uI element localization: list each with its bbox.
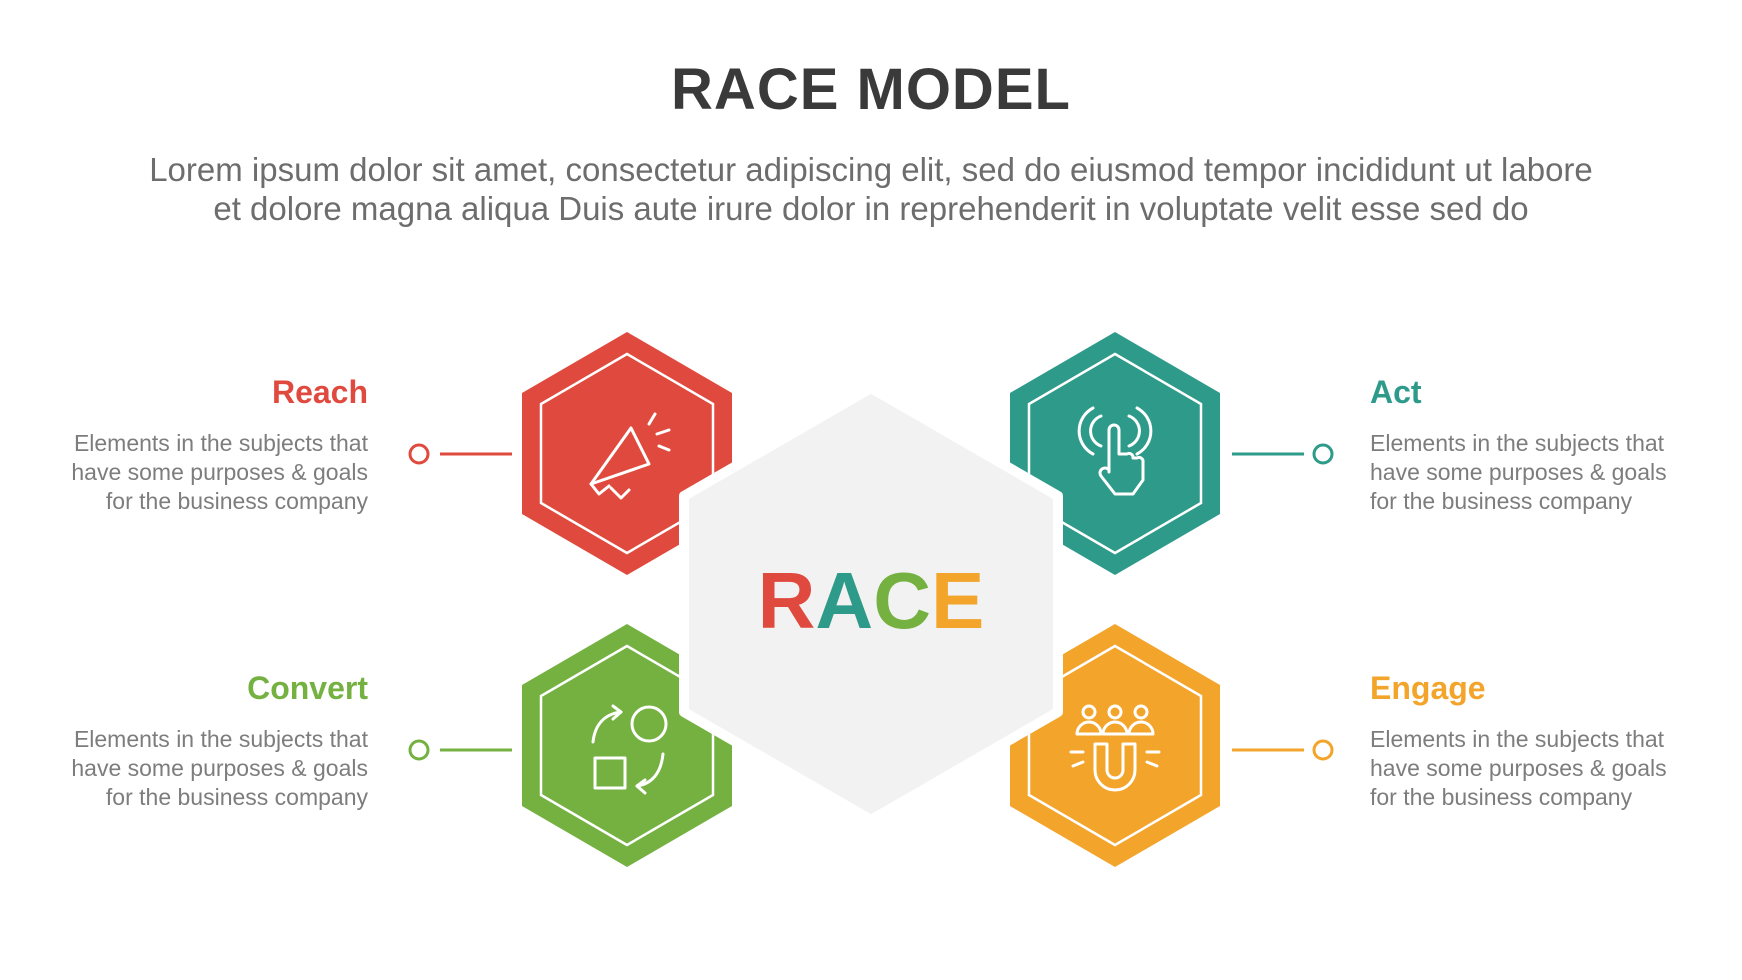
convert-block: Convert Elements in the subjects that ha… <box>58 670 368 812</box>
description-line: Elements in the subjects that <box>73 726 368 752</box>
reach-connector <box>408 443 512 465</box>
description-line: Elements in the subjects that <box>1370 726 1665 752</box>
act-block: Act Elements in the subjects that have s… <box>1370 374 1680 516</box>
race-letter-a: A <box>815 556 873 645</box>
act-title: Act <box>1370 374 1422 410</box>
engage-connector <box>1232 739 1334 761</box>
connector-dot <box>408 443 430 465</box>
tap-hand-icon <box>1077 406 1153 496</box>
engage-block: Engage Elements in the subjects that hav… <box>1370 670 1680 812</box>
description-line: Elements in the subjects that <box>1370 430 1665 456</box>
engage-description: Elements in the subjects that have some … <box>1370 725 1680 812</box>
description-line: have some purposes & goals <box>1370 755 1667 781</box>
description-line: have some purposes & goals <box>1370 459 1667 485</box>
center-race-word: RACE <box>758 556 985 645</box>
subtitle-line: Lorem ipsum dolor sit amet, consectetur … <box>149 151 1593 188</box>
reach-description: Elements in the subjects that have some … <box>58 429 368 516</box>
hexagon-inner-outline <box>539 352 715 555</box>
subtitle-line: et dolore magna aliqua Duis aute irure d… <box>213 190 1529 227</box>
reach-title: Reach <box>271 374 368 410</box>
act-connector <box>1232 443 1334 465</box>
page-title: RACE MODEL <box>671 57 1071 122</box>
engage-title: Engage <box>1370 670 1486 706</box>
race-letter-r: R <box>758 556 816 645</box>
magnet-people-icon <box>1069 704 1161 792</box>
description-line: have some purposes & goals <box>71 459 368 485</box>
convert-title: Convert <box>247 670 368 706</box>
act-description: Elements in the subjects that have some … <box>1370 429 1680 516</box>
description-line: have some purposes & goals <box>71 755 368 781</box>
race-letter-c: C <box>873 556 931 645</box>
reach-block: Reach Elements in the subjects that have… <box>58 374 368 516</box>
description-line: for the business company <box>1370 784 1633 810</box>
convert-connector <box>408 739 512 761</box>
connector-dot <box>408 739 430 761</box>
description-line: Elements in the subjects that <box>73 430 368 456</box>
race-letter-e: E <box>931 556 984 645</box>
description-line: for the business company <box>105 784 368 810</box>
description-line: for the business company <box>1370 488 1633 514</box>
megaphone-icon <box>589 412 671 500</box>
convert-description: Elements in the subjects that have some … <box>58 725 368 812</box>
shapes-cycle-icon <box>591 704 668 795</box>
center-hexagon <box>679 383 1063 825</box>
page-subtitle: Lorem ipsum dolor sit amet, consectetur … <box>60 150 1682 228</box>
hexagon-inner-outline <box>1027 352 1203 555</box>
connector-dot <box>1312 443 1334 465</box>
connector-dot <box>1312 739 1334 761</box>
description-line: for the business company <box>105 488 368 514</box>
